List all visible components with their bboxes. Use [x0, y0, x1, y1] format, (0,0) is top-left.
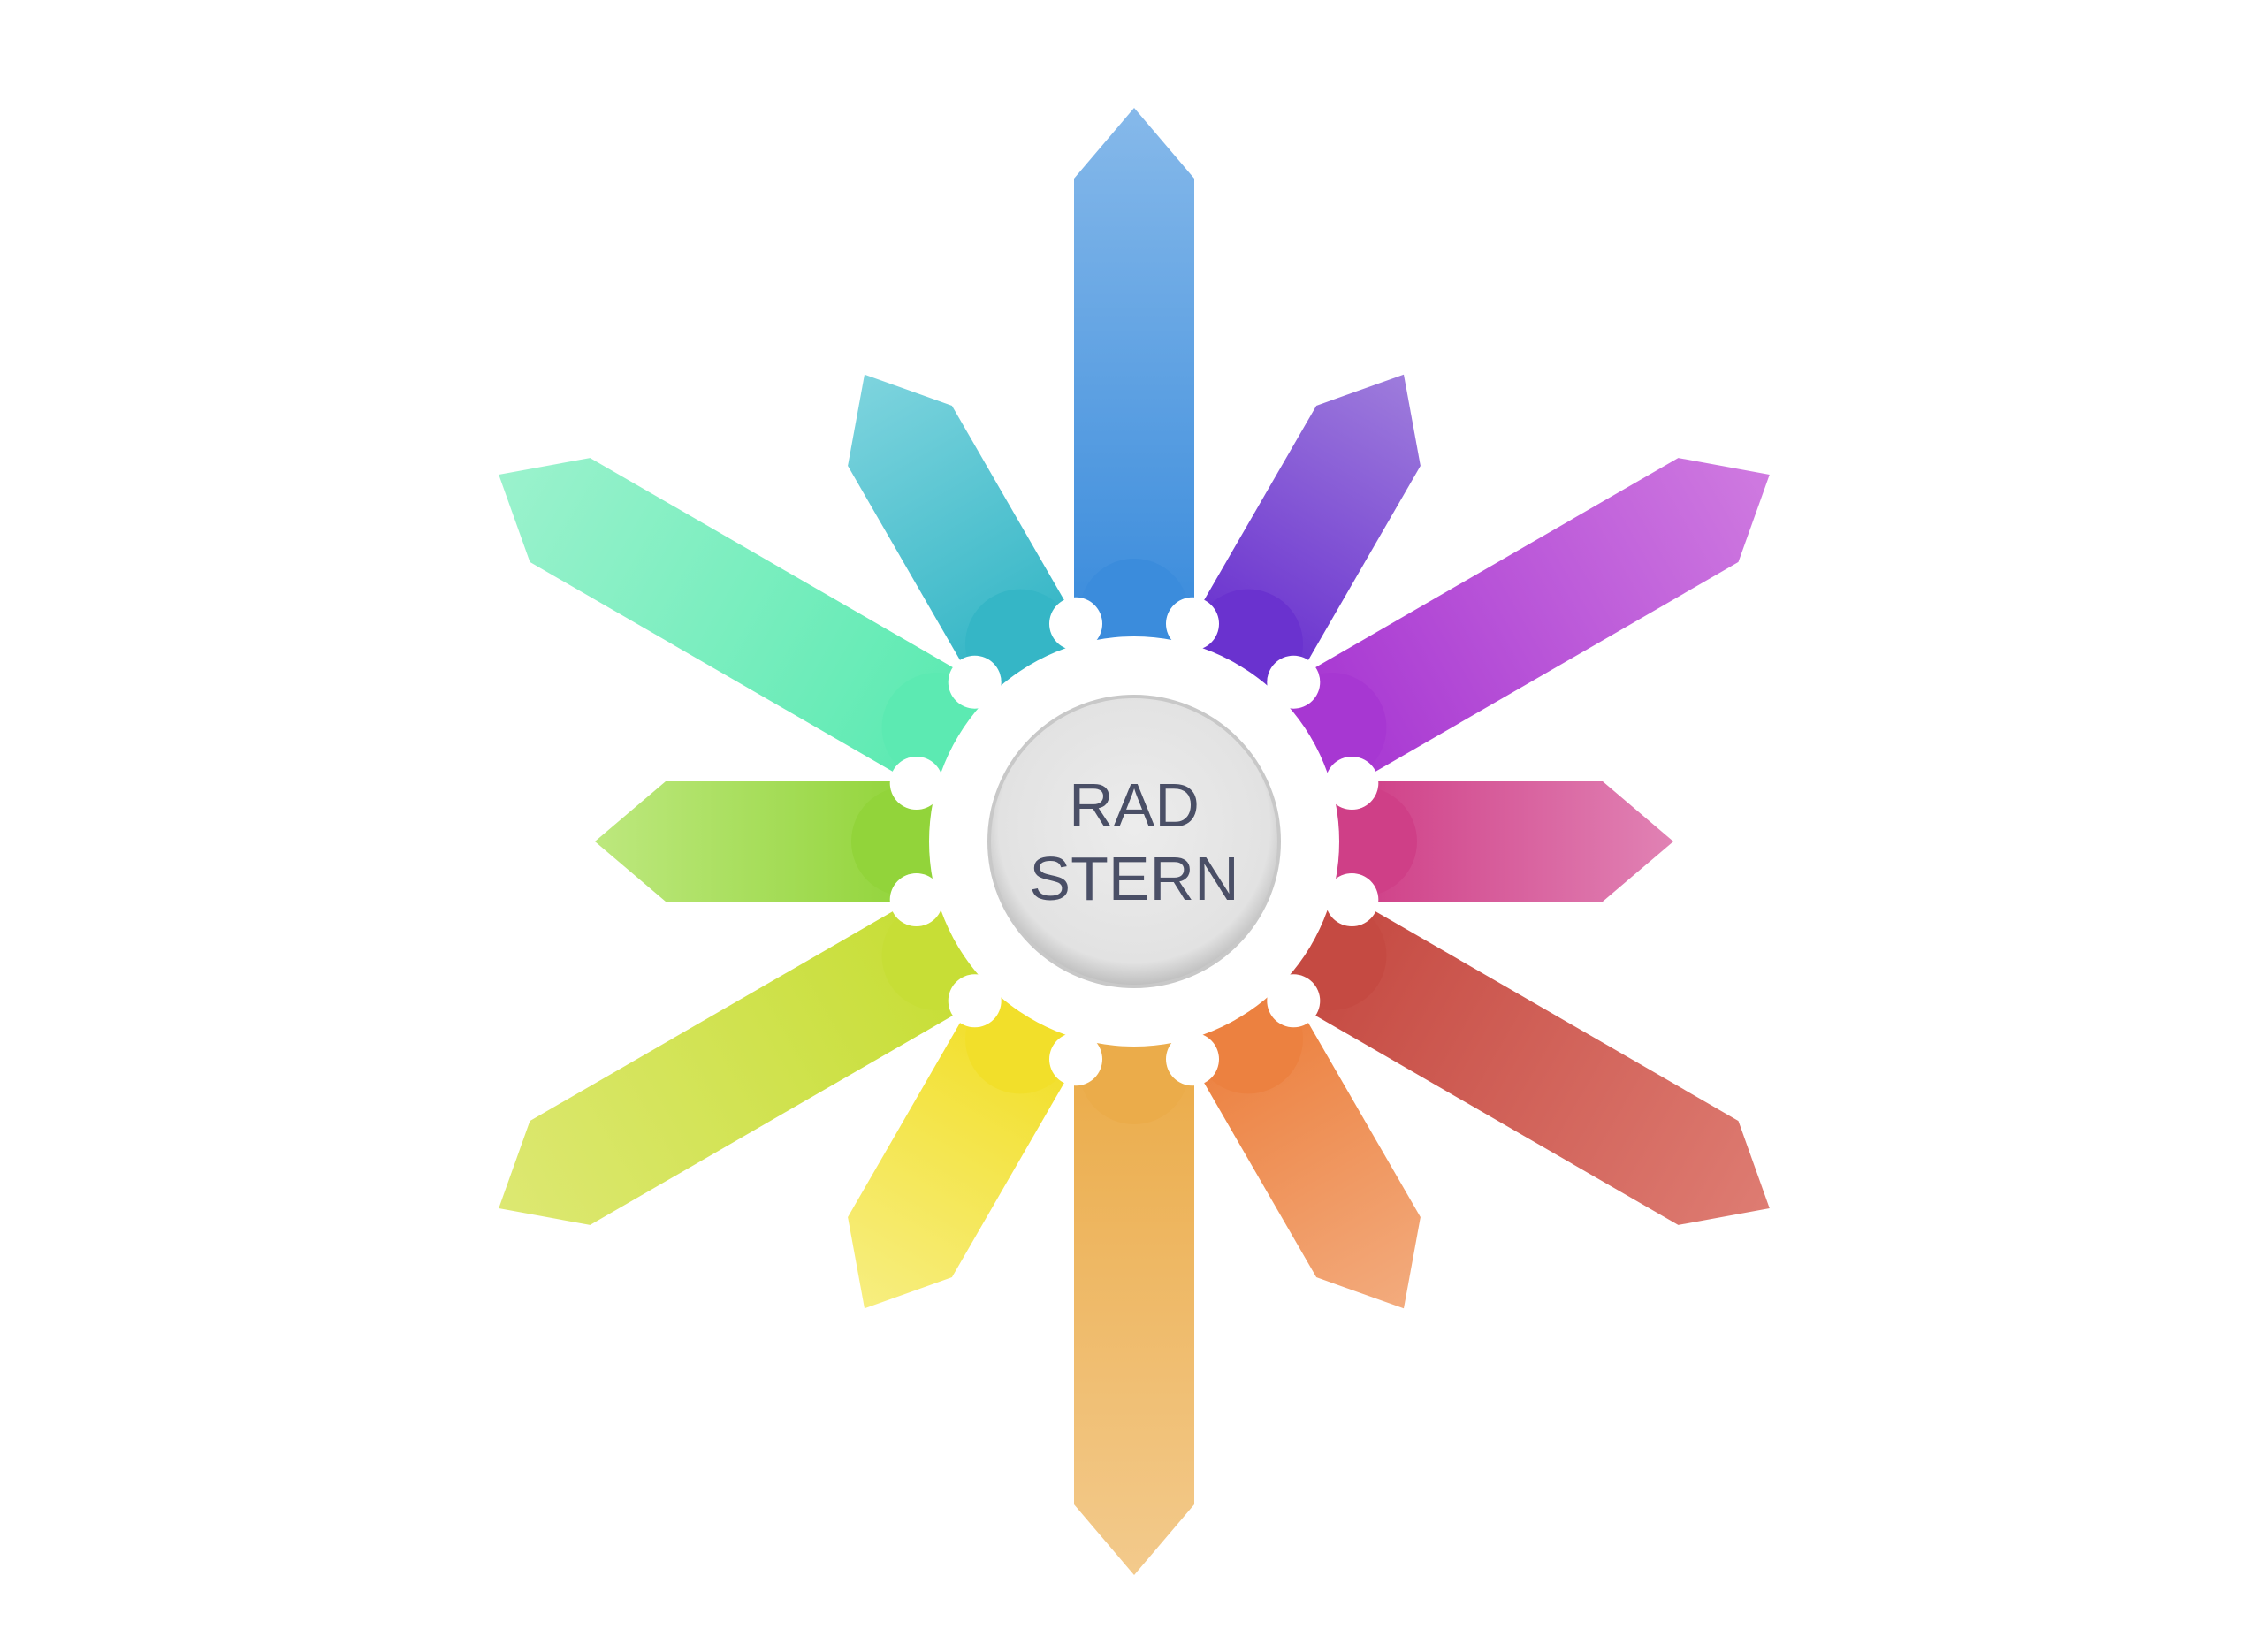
center-circle: RAD STERN [987, 695, 1281, 988]
gear-notch [948, 974, 1002, 1028]
gear-notch [1325, 873, 1379, 926]
arrow-south [1074, 1062, 1194, 1575]
gear-notch [1166, 597, 1219, 651]
gear-notch [948, 655, 1002, 709]
arrow-east-southeast [1295, 900, 1770, 1225]
gear-notch [1049, 597, 1102, 651]
gear-notch [1267, 974, 1321, 1028]
gear-notch [1049, 1032, 1102, 1086]
center-label-line-2: STERN [1029, 844, 1238, 913]
arrow-north [1074, 108, 1194, 620]
center-label-line-1: RAD [1069, 771, 1200, 840]
arrows-group [499, 108, 1770, 1575]
gear-notch [1325, 757, 1379, 810]
arrow-west [595, 781, 913, 902]
arrow-west-northwest [499, 458, 973, 783]
arrow-west-southwest [499, 900, 973, 1225]
gear-notch [1267, 655, 1321, 709]
arrow-east-northeast [1295, 458, 1770, 783]
arrow-east [1355, 781, 1673, 902]
gear-notch [889, 757, 943, 810]
gear-notch [1166, 1032, 1219, 1086]
gear-notch [889, 873, 943, 926]
